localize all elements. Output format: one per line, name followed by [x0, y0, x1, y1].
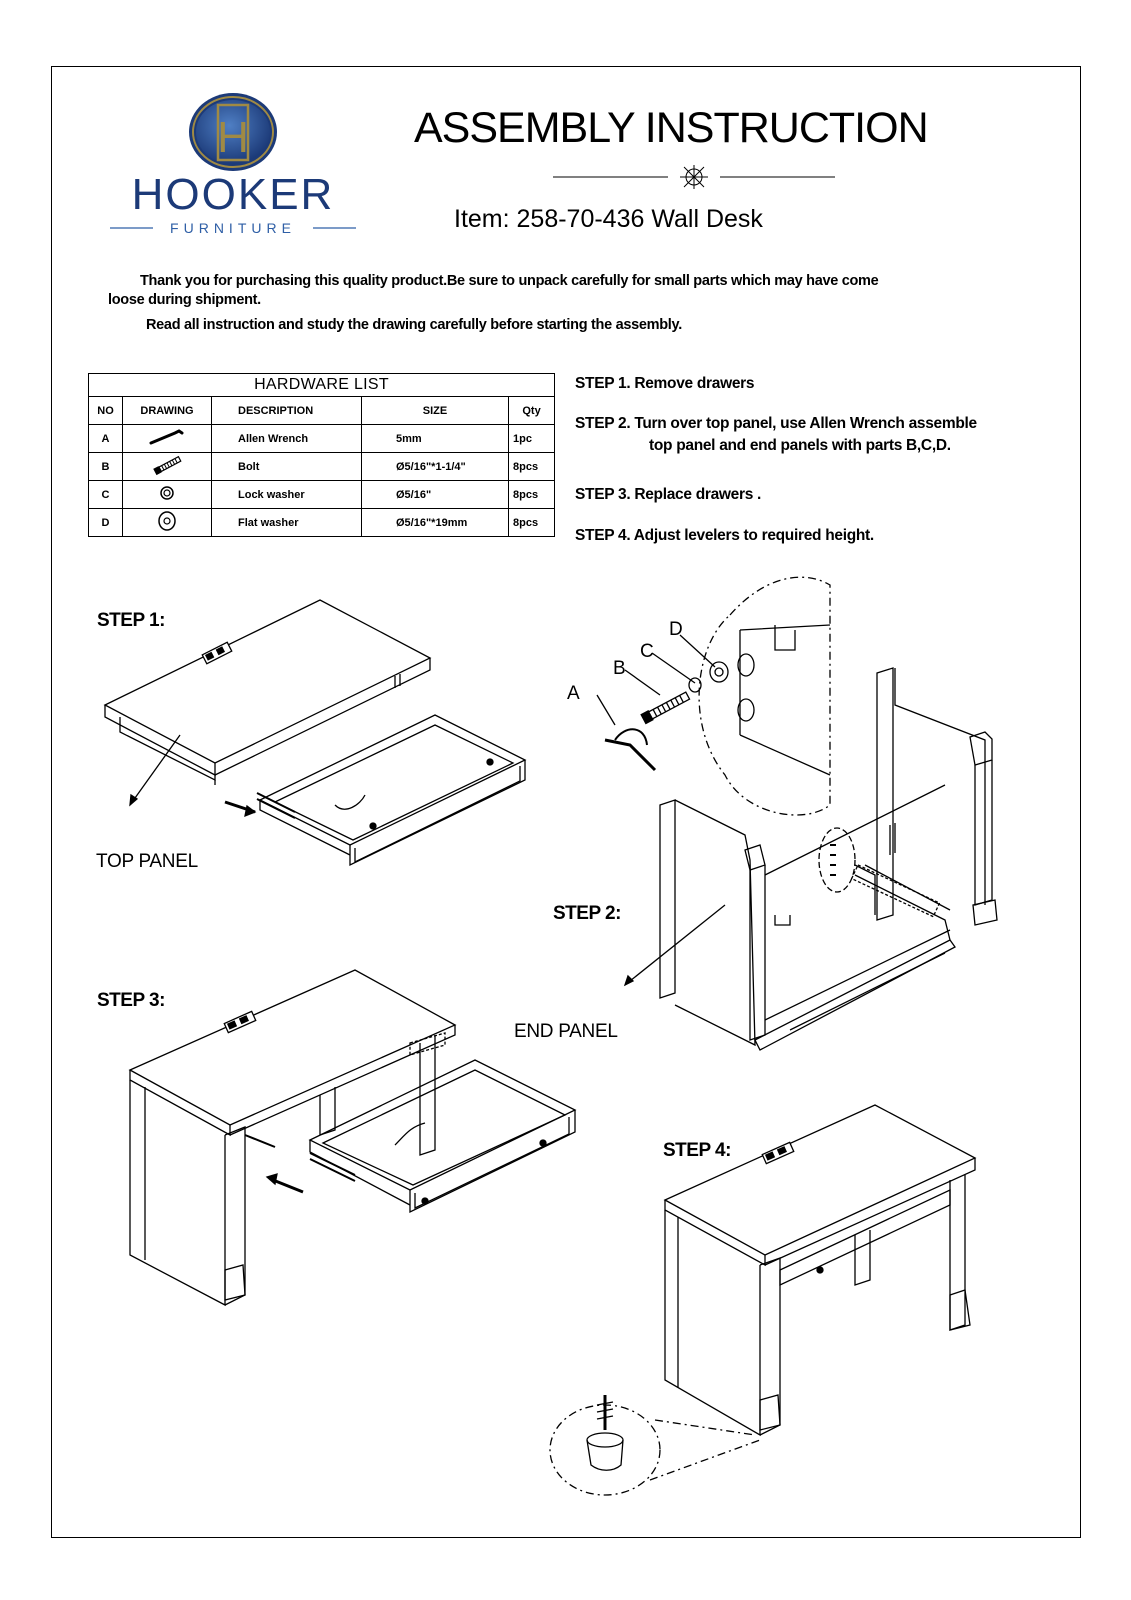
step-3-label: STEP 3:: [97, 990, 165, 1011]
row-description: Allen Wrench: [211, 424, 362, 453]
logo-subtitle: FURNITURE: [170, 220, 296, 236]
allen-wrench-icon: [122, 424, 212, 453]
col-header-drawing: DRAWING: [122, 396, 212, 425]
table-row: C Lock washer Ø5/16" 8pcs: [88, 480, 556, 509]
intro-line-2: loose during shipment.: [108, 292, 261, 308]
logo-monogram: H: [217, 113, 249, 162]
step-3-text: STEP 3. Replace drawers .: [575, 486, 762, 503]
hardware-list-caption: HARDWARE LIST: [87, 373, 556, 397]
row-no: B: [88, 452, 123, 481]
intro-line-3: Read all instruction and study the drawi…: [146, 317, 682, 333]
row-size: 5mm: [361, 424, 509, 453]
row-qty: 1pc: [507, 424, 556, 453]
step-2-label: STEP 2:: [553, 903, 621, 924]
flat-washer-icon: [122, 508, 212, 537]
row-description: Flat washer: [211, 508, 362, 537]
step-4-label: STEP 4:: [663, 1140, 731, 1161]
row-qty: 8pcs: [507, 480, 556, 509]
step-2-text: STEP 2. Turn over top panel, use Allen W…: [575, 415, 977, 432]
step-4-drawing: [545, 1080, 1005, 1525]
bolt-icon: [122, 452, 212, 481]
page-frame: [51, 66, 1081, 1538]
intro-text: Thank you for purchasing this quality pr…: [108, 272, 1048, 335]
row-no: C: [88, 480, 123, 509]
col-header-description: DESCRIPTION: [211, 396, 362, 425]
hooker-furniture-logo: H HOOKER FURNITURE: [108, 92, 358, 242]
row-no: A: [88, 424, 123, 453]
step-1-text: STEP 1. Remove drawers: [575, 375, 755, 392]
part-a-label: A: [567, 683, 580, 704]
hardware-list: HARDWARE LIST NO DRAWING DESCRIPTION SIZ…: [87, 373, 556, 537]
row-size: Ø5/16"*1-1/4": [361, 452, 509, 481]
item-number: Item: 258-70-436 Wall Desk: [454, 205, 763, 233]
top-panel-label: TOP PANEL: [96, 851, 198, 872]
part-d-label: D: [669, 619, 683, 640]
row-qty: 8pcs: [507, 508, 556, 537]
table-row: B Bolt Ø5/16"*1-1/4" 8pcs: [88, 452, 556, 481]
title-ornament: [553, 165, 835, 189]
row-description: Lock washer: [211, 480, 362, 509]
col-header-no: NO: [88, 396, 123, 425]
end-panel-label: END PANEL: [514, 1021, 618, 1042]
table-row: A Allen Wrench 5mm 1pc: [88, 424, 556, 453]
col-header-qty: Qty: [507, 396, 556, 425]
step-4-text: STEP 4. Adjust levelers to required heig…: [575, 527, 874, 544]
step-1-drawing: [95, 580, 555, 880]
row-no: D: [88, 508, 123, 537]
table-row: D Flat washer Ø5/16"*19mm 8pcs: [88, 508, 556, 537]
step-2-drawing: A B C D: [565, 575, 1020, 1055]
step-2-text-cont: top panel and end panels with parts B,C,…: [649, 437, 951, 454]
step-1-label: STEP 1:: [97, 610, 165, 631]
lock-washer-icon: [122, 480, 212, 509]
intro-line-1: Thank you for purchasing this quality pr…: [140, 273, 879, 289]
row-description: Bolt: [211, 452, 362, 481]
page-title: ASSEMBLY INSTRUCTION: [414, 104, 929, 152]
row-qty: 8pcs: [507, 452, 556, 481]
part-c-label: C: [640, 641, 654, 662]
part-b-label: B: [613, 658, 626, 679]
logo-name: HOOKER: [132, 170, 335, 219]
row-size: Ø5/16": [361, 480, 509, 509]
row-size: Ø5/16"*19mm: [361, 508, 509, 537]
col-header-size: SIZE: [361, 396, 509, 425]
step-3-drawing: [125, 955, 585, 1315]
